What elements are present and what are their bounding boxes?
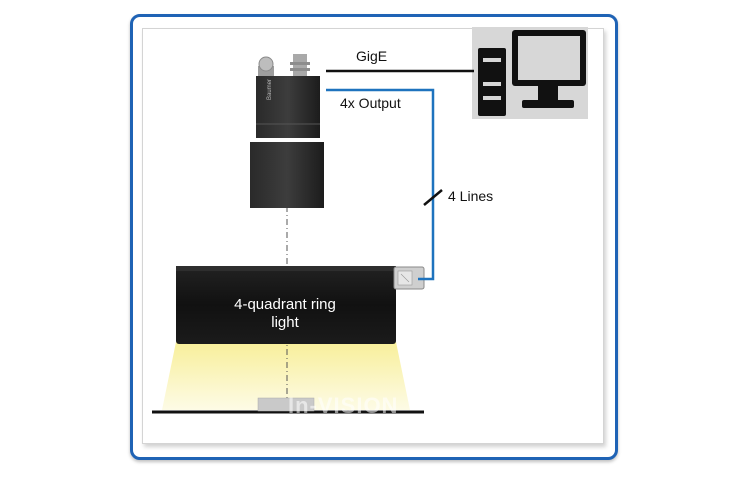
ring-light-icon <box>176 266 396 344</box>
computer-icon <box>472 27 588 119</box>
ring-light-label-line1: 4-quadrant ring <box>234 296 336 313</box>
connector-icon <box>393 266 425 290</box>
lines-slash-marker <box>423 189 443 206</box>
gige-label: GigE <box>356 48 388 64</box>
ring-light-label-line2: light <box>271 314 299 331</box>
watermark: In-VISION <box>288 393 399 418</box>
camera-icon <box>250 54 324 208</box>
output-cable <box>326 88 435 281</box>
output-label: 4x Output <box>340 95 401 111</box>
light-beam <box>162 342 410 410</box>
ring-light-label: 4-quadrant ring light <box>178 296 392 332</box>
lines-label: 4 Lines <box>448 188 494 204</box>
inspected-object <box>257 397 315 412</box>
camera-brand: Baumer <box>267 78 273 100</box>
